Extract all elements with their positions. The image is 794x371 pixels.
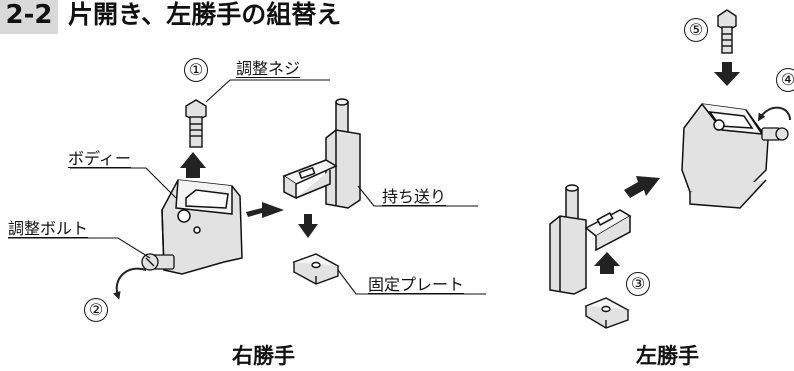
right-arrow-icon: [246, 202, 284, 218]
feeder-part: [282, 98, 361, 209]
fixing-plate-label: 固定プレート: [368, 275, 465, 294]
step-1-marker: ①: [184, 58, 208, 82]
fixing-plate-part-left: [584, 297, 630, 329]
fixing-plate-part: [292, 253, 340, 285]
rotation-arrow-icon: [112, 267, 147, 300]
leader-lines: [8, 79, 486, 295]
adjust-screw-label: 調整ネジ: [236, 59, 301, 78]
step-2-marker: ②: [84, 298, 108, 322]
feeder-label: 持ち送り: [382, 187, 447, 206]
step-4-marker: ④: [776, 68, 794, 92]
section-number-badge: 2-2: [0, 0, 58, 34]
up-right-arrow-icon: [624, 176, 660, 198]
body-part-left: [681, 103, 769, 209]
adjust-bolt-part-left: [761, 127, 789, 141]
up-arrow-icon: [180, 152, 206, 178]
left-hand-caption: 左勝手: [636, 344, 699, 368]
feeder-part-left: [549, 184, 632, 295]
adjust-bolt-part: [141, 253, 175, 271]
adjust-screw-part: [185, 99, 207, 148]
body-part: [161, 179, 243, 275]
step-5-marker: ⑤: [684, 18, 708, 42]
section-header: 2-2 片開き、左勝手の組替え: [0, 0, 794, 34]
right-hand-caption: 右勝手: [232, 344, 295, 368]
adjust-screw-part-left: [717, 9, 737, 54]
adjust-bolt-label: 調整ボルト: [8, 219, 89, 238]
section-title: 片開き、左勝手の組替え: [68, 0, 342, 29]
down-arrow-icon: [298, 214, 318, 238]
rotation-arrow-icon-left: [757, 106, 791, 122]
down-arrow-icon-left: [714, 62, 740, 86]
step-3-marker: ③: [626, 272, 650, 296]
up-arrow-icon-left: [594, 252, 620, 274]
body-label: ボディー: [68, 149, 131, 168]
